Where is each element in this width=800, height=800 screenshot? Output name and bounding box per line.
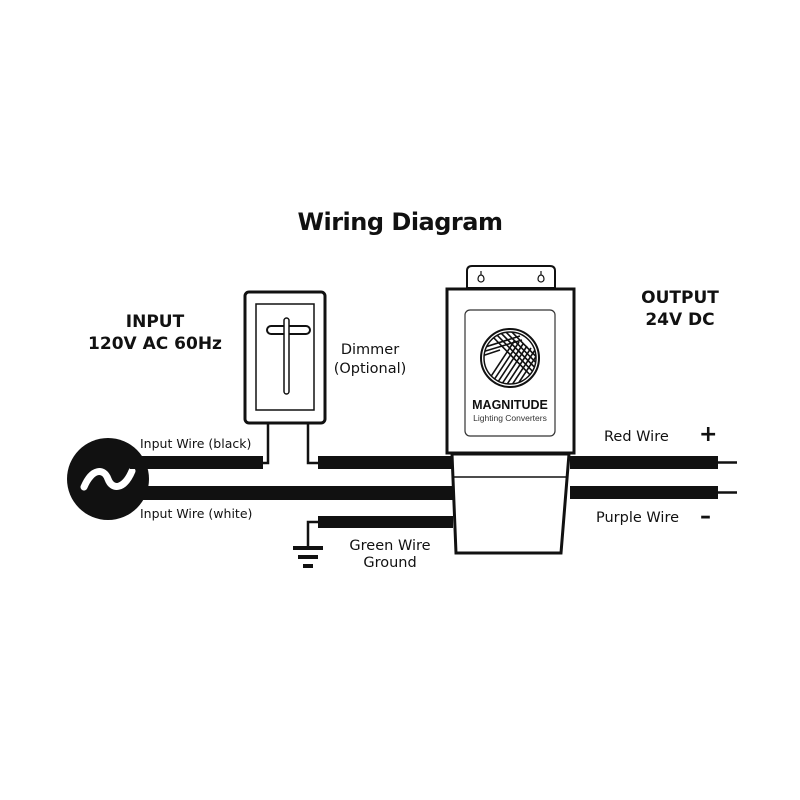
input-wire-white-label: Input Wire (white) <box>140 506 253 521</box>
red-wire-label: Red Wire <box>604 429 669 445</box>
red-output-wire <box>570 456 737 469</box>
ac-source-icon <box>67 438 149 520</box>
dimmer-lead-left <box>263 424 270 465</box>
dimmer-output-wire <box>318 456 453 469</box>
dimmer-switch[interactable] <box>243 290 327 425</box>
brand-subtitle: Lighting Converters <box>473 413 547 423</box>
diagram-title: Wiring Diagram <box>297 208 503 236</box>
dimmer-label-line2: (Optional) <box>333 361 407 377</box>
input-spec: 120V AC 60Hz <box>88 334 222 354</box>
brand-name: MAGNITUDE <box>472 398 548 412</box>
plus-sign: + <box>699 422 718 447</box>
green-ground-wire <box>318 516 453 528</box>
purple-wire-label: Purple Wire <box>596 510 680 526</box>
ground-label-line2: Ground <box>363 555 417 571</box>
purple-output-wire <box>570 486 737 499</box>
dimmer-label-line1: Dimmer <box>340 342 400 358</box>
output-heading: OUTPUT <box>641 288 719 308</box>
ground-label-line1: Green Wire <box>349 538 431 554</box>
input-heading: INPUT <box>125 312 185 332</box>
input-wire-black-label: Input Wire (black) <box>140 436 252 451</box>
ground-lead <box>306 520 318 546</box>
output-spec: 24V DC <box>645 310 715 330</box>
dimmer-lead-right <box>306 424 318 465</box>
minus-sign: – <box>700 504 711 529</box>
input-black-wire <box>130 456 263 469</box>
input-white-wire <box>130 486 453 500</box>
ground-icon <box>293 546 323 568</box>
